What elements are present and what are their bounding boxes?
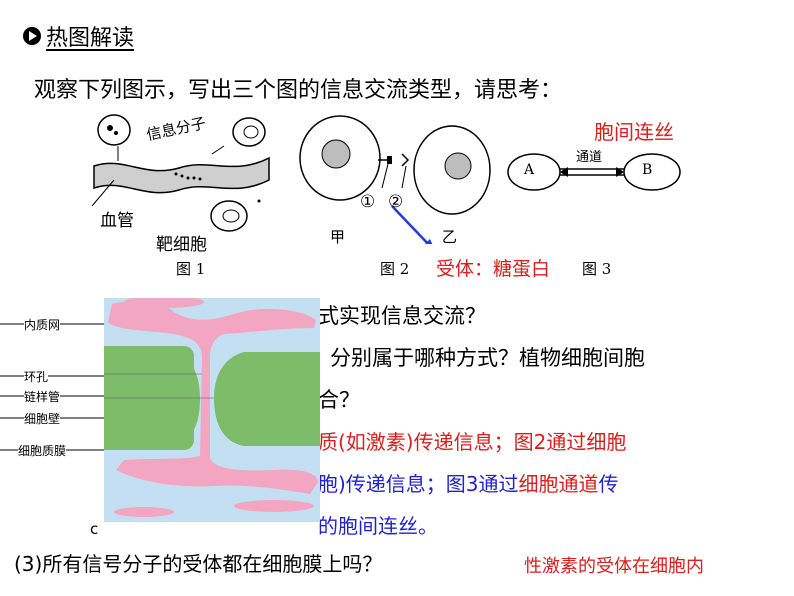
answer-line-3: 的胞间连丝。 bbox=[318, 514, 438, 538]
answer-line-2: 胞)传递信息；图3通过细胞通道传 bbox=[318, 468, 619, 497]
figure-3 bbox=[507, 153, 681, 191]
plasmodesma-micrograph bbox=[104, 298, 320, 522]
question-2-part2: 合？ bbox=[318, 388, 360, 412]
label-c: c bbox=[90, 520, 99, 538]
fig3-a: A bbox=[524, 162, 535, 178]
fig1-vessel-label: 血管 bbox=[100, 211, 134, 231]
fig3-channel: 通道 bbox=[576, 150, 603, 165]
question-3: (3)所有信号分子的受体都在细胞膜上吗？ bbox=[14, 552, 383, 576]
play-icon bbox=[23, 27, 41, 45]
receptor-arrow bbox=[391, 205, 430, 244]
section-title: 热图解读 bbox=[22, 20, 134, 52]
fig3-label: 胞间连丝 bbox=[594, 120, 674, 144]
label-ring: 环孔 bbox=[24, 368, 49, 385]
fig3-caption: 图 3 bbox=[582, 260, 612, 278]
cell-topleft bbox=[97, 114, 131, 146]
figure-1 bbox=[91, 114, 270, 232]
section-title-text: 热图解读 bbox=[46, 26, 135, 51]
fig2-receptor: 受体：糖蛋白 bbox=[436, 258, 551, 280]
question-3-answer: 性激素的受体在细胞内 bbox=[524, 556, 704, 577]
label-er: 内质网 bbox=[24, 316, 61, 333]
question-1-tail: 式实现信息交流？ bbox=[318, 304, 486, 328]
label-wall: 细胞壁 bbox=[24, 410, 61, 427]
intro-text: 观察下列图示，写出三个图的信息交流类型，请思考： bbox=[34, 78, 563, 103]
answer-line-1: 质(如激素)传递信息；图2通过细胞 bbox=[318, 430, 627, 454]
answer-line-2b: 细胞通道 bbox=[518, 472, 599, 496]
fig3-b: B bbox=[642, 162, 653, 178]
er-pink bbox=[108, 301, 318, 494]
fig1-caption: 图 1 bbox=[176, 260, 206, 278]
question-2-part1: 分别属于哪种方式？植物细胞间胞 bbox=[330, 346, 645, 370]
fig2-num2: ② bbox=[388, 192, 404, 212]
fig2-num1: ① bbox=[360, 192, 376, 212]
answer-line-2c: 传 bbox=[598, 472, 619, 496]
fig2-yi: 乙 bbox=[442, 228, 458, 246]
fig2-caption: 图 2 bbox=[380, 260, 410, 278]
label-desmotubule: 链样管 bbox=[24, 388, 61, 405]
figure-2 bbox=[299, 115, 491, 244]
label-membrane: 细胞质膜 bbox=[18, 442, 67, 459]
answer-line-2a: 胞)传递信息；图3通过 bbox=[318, 472, 519, 496]
fig1-target-label: 靶细胞 bbox=[156, 235, 207, 255]
fig2-jia: 甲 bbox=[330, 228, 346, 246]
